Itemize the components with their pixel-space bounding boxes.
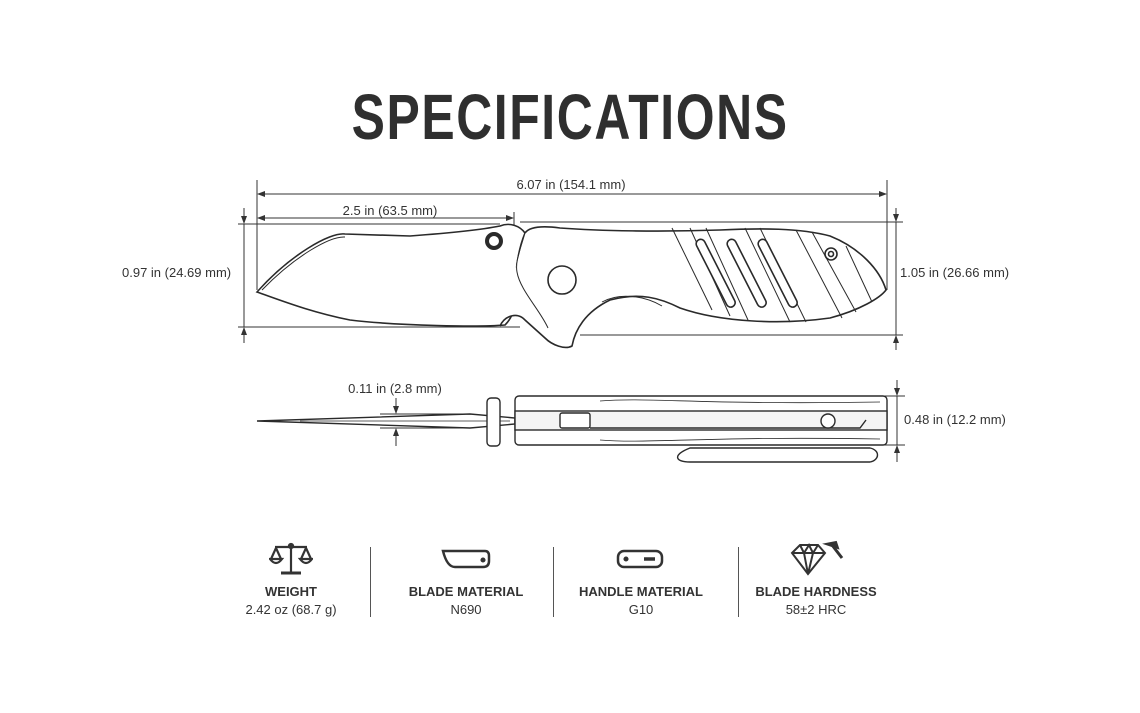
divider [553,547,554,617]
spec-weight: WEIGHT 2.42 oz (68.7 g) [206,538,376,617]
divider [370,547,371,617]
title-text: SPECIFICATIONS [351,81,789,153]
spec-handle-material: HANDLE MATERIAL G10 [556,538,726,617]
diamond-hammer-icon [731,538,901,580]
spec-value: 2.42 oz (68.7 g) [245,602,337,617]
handle-icon [556,538,726,580]
handle-thickness-label: 0.48 in (12.2 mm) [904,412,1006,427]
overall-length-dimension-line [256,180,888,290]
divider [738,547,739,617]
spec-label: BLADE MATERIAL [408,584,524,599]
spec-value: G10 [628,602,654,617]
spec-label: HANDLE MATERIAL [579,584,703,599]
handle-width-dimension-line [520,208,903,350]
blade-width-dimension-line [238,208,520,343]
page-title: SPECIFICATIONS [0,80,1140,154]
spec-label: WEIGHT [265,584,317,599]
scale-icon [206,538,376,580]
spec-value: N690 [450,602,482,617]
knife-side-view [255,223,887,349]
blade-length-label: 2.5 in (63.5 mm) [342,203,438,218]
knife-edge-view [256,395,888,463]
spec-blade-material: BLADE MATERIAL N690 [381,538,551,617]
blade-width-label: 0.97 in (24.69 mm) [122,265,232,280]
blade-thickness-label: 0.11 in (2.8 mm) [348,381,442,396]
spec-value: 58±2 HRC [785,602,847,617]
handle-width-label: 1.05 in (26.66 mm) [900,265,1010,280]
spec-label: BLADE HARDNESS [755,584,877,599]
overall-length-label: 6.07 in (154.1 mm) [516,177,626,192]
blade-icon [381,538,551,580]
spec-blade-hardness: BLADE HARDNESS 58±2 HRC [731,538,901,617]
